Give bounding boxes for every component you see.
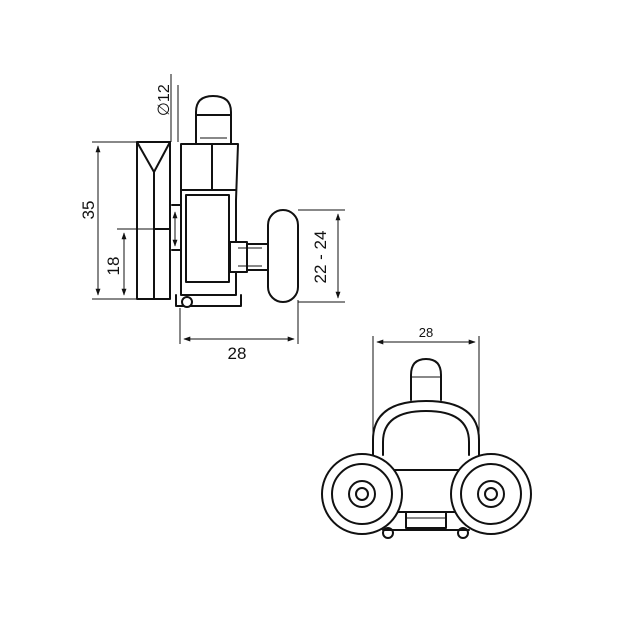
left-wheel [321, 453, 403, 535]
adjust-knob [229, 209, 299, 303]
side-view: ∅12 35 18 28 [79, 74, 345, 363]
front-pin [410, 358, 442, 401]
dimension-diameter: ∅12 [156, 74, 179, 142]
front-view: 28 [321, 325, 532, 539]
roller-body [171, 143, 242, 308]
dimension-lower-height: 18 [104, 228, 154, 296]
depth-label: 28 [228, 344, 247, 363]
mounting-plate [136, 141, 171, 300]
total-height-label: 35 [79, 201, 98, 220]
adjust-range-label: 22 - 24 [311, 231, 330, 284]
diameter-value: 12 [156, 84, 173, 102]
screw-head [195, 95, 232, 145]
svg-text:∅12: ∅12 [156, 84, 173, 116]
right-wheel [450, 453, 532, 535]
front-width-label: 28 [419, 325, 433, 340]
dimension-total-height: 35 [79, 141, 137, 300]
dimension-depth: 28 [179, 300, 299, 363]
diameter-symbol: ∅ [156, 102, 173, 116]
dimension-front-width: 28 [372, 325, 480, 440]
lower-height-label: 18 [104, 257, 123, 276]
dimension-adjust-range: 22 - 24 [298, 209, 345, 303]
